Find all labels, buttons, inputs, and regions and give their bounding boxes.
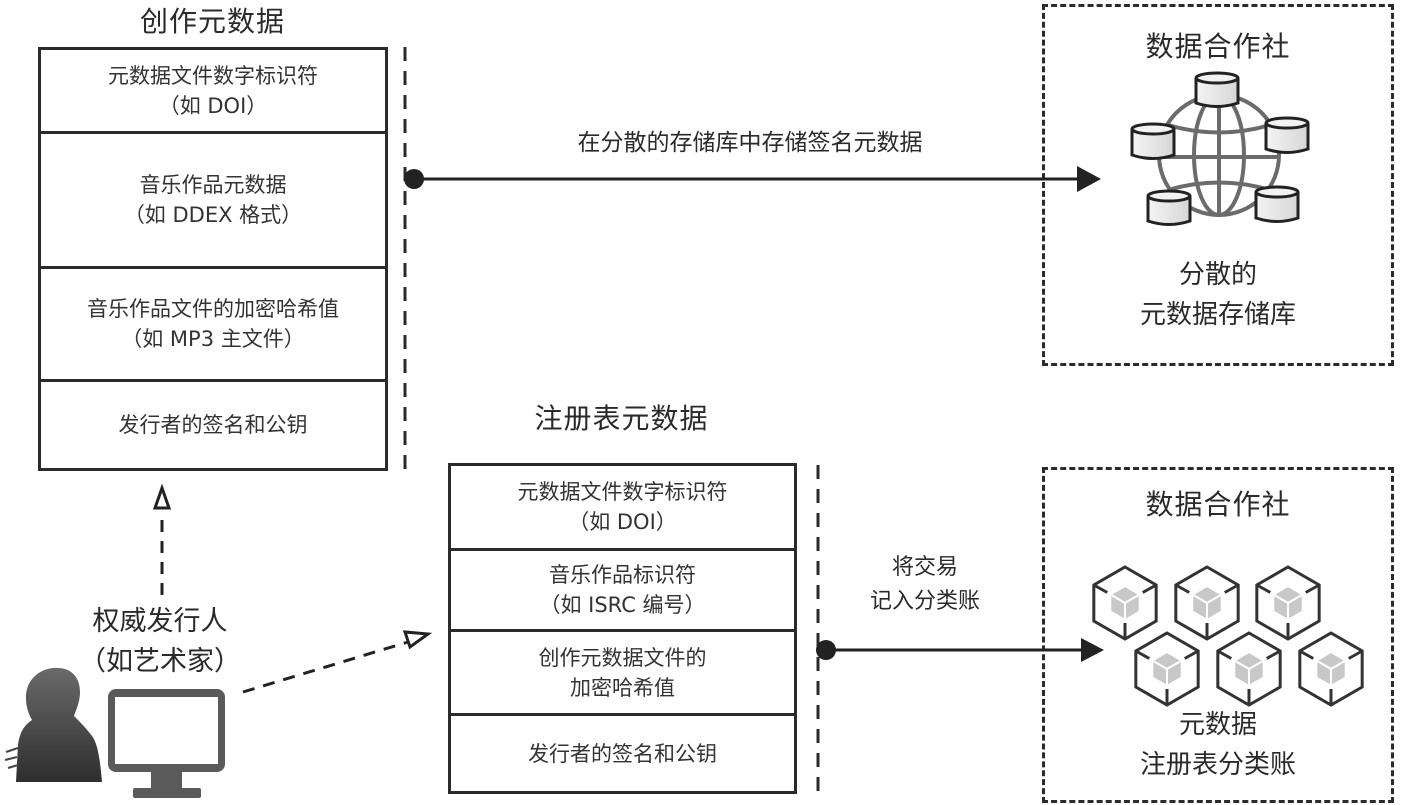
ledger-arrow-label: 将交易 记入分类账	[830, 551, 1020, 619]
person-silhouette-icon	[4, 667, 102, 782]
registry-field-signature: 发行者的签名和公钥	[451, 716, 794, 791]
issuer-to-creation-arrow	[152, 483, 172, 595]
store-arrow-head	[1077, 166, 1101, 192]
database-icon	[1146, 189, 1192, 226]
registry-metadata-title: 注册表元数据	[534, 402, 709, 435]
ledger-arrow-head	[1081, 638, 1104, 662]
storage-cooperative-title: 数据合作社	[1145, 30, 1291, 63]
caption-line: 元数据存储库	[1139, 300, 1296, 330]
ledger-cooperative-box	[1042, 467, 1394, 803]
creation-field-doi: 元数据文件数字标识符 （如 DOI）	[41, 50, 385, 134]
issuer-line: 权威发行人	[92, 606, 228, 637]
creation-metadata-stack: 元数据文件数字标识符 （如 DOI） 音乐作品元数据 （如 DDEX 格式） 音…	[38, 47, 388, 471]
ledger-caption: 元数据 注册表分类账	[1042, 705, 1394, 785]
field-line: 加密哈希值	[570, 675, 675, 700]
label-line: 记入分类账	[869, 589, 980, 614]
field-line: （如 MP3 主文件）	[121, 327, 305, 351]
caption-line: 注册表分类账	[1139, 750, 1296, 780]
field-line: （如 DDEX 格式）	[123, 203, 303, 227]
blockchain-cubes-icon	[1092, 565, 1364, 707]
storage-cooperative-box	[1042, 4, 1394, 366]
database-icon	[1130, 122, 1176, 160]
globe-database-network-icon	[1130, 71, 1310, 226]
registry-field-creation-hash: 创作元数据文件的 加密哈希值	[451, 632, 794, 716]
registry-field-doi: 元数据文件数字标识符 （如 DOI）	[451, 466, 794, 551]
storage-caption: 分散的 元数据存储库	[1042, 255, 1394, 335]
ledger-block-cube	[1298, 631, 1364, 707]
field-line: 音乐作品文件的加密哈希值	[87, 297, 339, 321]
field-line: 发行者的签名和公钥	[528, 741, 717, 766]
caption-line: 分散的	[1178, 260, 1257, 290]
ledger-block-cube	[1255, 565, 1321, 641]
ledger-block-cube	[1174, 565, 1240, 641]
ledger-block-cube	[1216, 631, 1282, 707]
database-icon	[1254, 185, 1300, 223]
store-arrow-label: 在分散的存储库中存储签名元数据	[577, 130, 923, 156]
database-icon	[1194, 71, 1240, 108]
ledger-block-cube	[1134, 631, 1200, 707]
hollow-arrowhead-icon	[402, 630, 433, 650]
field-line: 发行者的签名和公钥	[118, 413, 308, 437]
monitor-icon	[108, 689, 225, 798]
caption-line: 元数据	[1178, 710, 1257, 740]
creation-field-music-metadata: 音乐作品元数据 （如 DDEX 格式）	[41, 134, 385, 269]
field-line: 音乐作品元数据	[139, 173, 287, 197]
issuer-line: （如艺术家）	[79, 646, 241, 677]
label-line: 将交易	[891, 555, 958, 580]
creation-field-signature: 发行者的签名和公钥	[41, 382, 385, 468]
field-line: 音乐作品标识符	[549, 563, 696, 587]
field-line: （如 DOI）	[158, 93, 268, 118]
registry-field-isrc: 音乐作品标识符 （如 ISRC 编号）	[451, 551, 794, 632]
creation-field-file-hash: 音乐作品文件的加密哈希值 （如 MP3 主文件）	[41, 269, 385, 382]
field-line: 创作元数据文件的	[538, 645, 707, 670]
issuer-to-registry-arrow	[242, 630, 433, 694]
registry-metadata-stack: 元数据文件数字标识符 （如 DOI） 音乐作品标识符 （如 ISRC 编号） 创…	[448, 463, 797, 794]
field-line: 元数据文件数字标识符	[108, 63, 318, 88]
field-line: （如 ISRC 编号）	[539, 593, 706, 617]
issuer-label: 权威发行人 （如艺术家）	[60, 602, 260, 682]
ledger-block-cube	[1092, 565, 1158, 641]
creation-metadata-title: 创作元数据	[139, 5, 285, 38]
field-line: 元数据文件数字标识符	[517, 480, 728, 504]
database-icon	[1264, 116, 1310, 154]
hollow-arrowhead-icon	[152, 483, 172, 510]
store-arrow	[404, 166, 1101, 192]
ledger-cooperative-title: 数据合作社	[1145, 488, 1291, 521]
field-line: （如 DOI）	[568, 510, 677, 534]
ledger-arrow	[816, 638, 1104, 662]
